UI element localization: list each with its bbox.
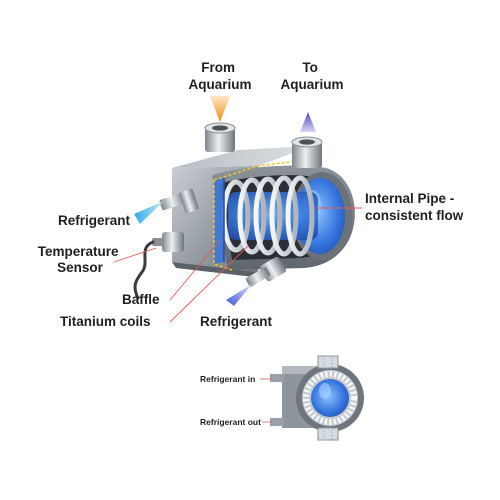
refrigerant-jet-left <box>134 201 164 224</box>
inset-port-top-flow <box>323 355 333 369</box>
outflow-arrow <box>300 112 316 132</box>
baffle-plate <box>214 178 224 264</box>
label-refrigerant-in: Refrigerant in <box>200 374 255 384</box>
housing-top <box>172 146 312 168</box>
inset-port-bottom <box>317 427 339 441</box>
inset-coil-ring <box>303 371 357 425</box>
inset-port-top <box>317 355 339 369</box>
coil-ring <box>253 176 283 256</box>
refrigerant-outlet-fitting <box>245 256 286 287</box>
label-refrigerant-bottom: Refrigerant <box>200 314 273 329</box>
label-refrigerant-left: Refrigerant <box>58 213 131 228</box>
inset-pipe-highlight <box>319 383 331 399</box>
fitting-bore <box>299 139 315 145</box>
cross-section-inset <box>260 355 364 441</box>
fitting-stem <box>245 267 271 287</box>
label-to-aquarium: To Aquarium <box>280 60 343 92</box>
leader-line-titanium-coils <box>169 245 249 323</box>
leader-line-baffle <box>169 239 221 301</box>
fitting-nut <box>205 128 235 152</box>
inlet-fitting-from-aquarium <box>204 122 236 152</box>
inset-port-bottom-flow <box>323 427 333 441</box>
label-temperature-sensor: Temperature Sensor <box>38 244 123 275</box>
cutaway-cylinder <box>212 159 355 271</box>
fitting-nut <box>162 232 184 252</box>
inset-housing-shade <box>282 366 318 374</box>
fitting-stem <box>159 192 187 211</box>
refrigerant-inlet-fitting <box>159 188 199 214</box>
temperature-sensor-fitting <box>152 232 184 252</box>
label-baffle: Baffle <box>122 292 160 307</box>
leader-lines <box>113 207 362 323</box>
outlet-fitting-to-aquarium <box>291 136 323 168</box>
temperature-sensor-cable <box>133 240 155 300</box>
label-from-aquarium: From Aquarium <box>188 60 251 92</box>
label-titanium-coils: Titanium coils <box>60 314 151 329</box>
inflow-arrow <box>210 96 230 122</box>
inset-refrigerant-out-port <box>270 418 284 426</box>
housing-front-shade <box>172 262 262 278</box>
fitting-nut <box>179 188 199 214</box>
label-internal-pipe: Internal Pipe - consistent flow <box>365 191 464 223</box>
leader-line-temperature-sensor <box>113 247 157 263</box>
refrigerant-jet-bottom <box>226 284 252 306</box>
inset-refrigerant-in-port <box>270 374 284 382</box>
fitting-nut <box>292 142 322 168</box>
coil-ring <box>269 175 299 257</box>
coil-ring <box>285 175 315 257</box>
fitting-bore <box>212 125 228 131</box>
coil-ring <box>237 177 267 255</box>
label-refrigerant-out: Refrigerant out <box>200 417 261 427</box>
inset-internal-pipe <box>311 379 349 417</box>
fitting-stem <box>152 238 164 246</box>
